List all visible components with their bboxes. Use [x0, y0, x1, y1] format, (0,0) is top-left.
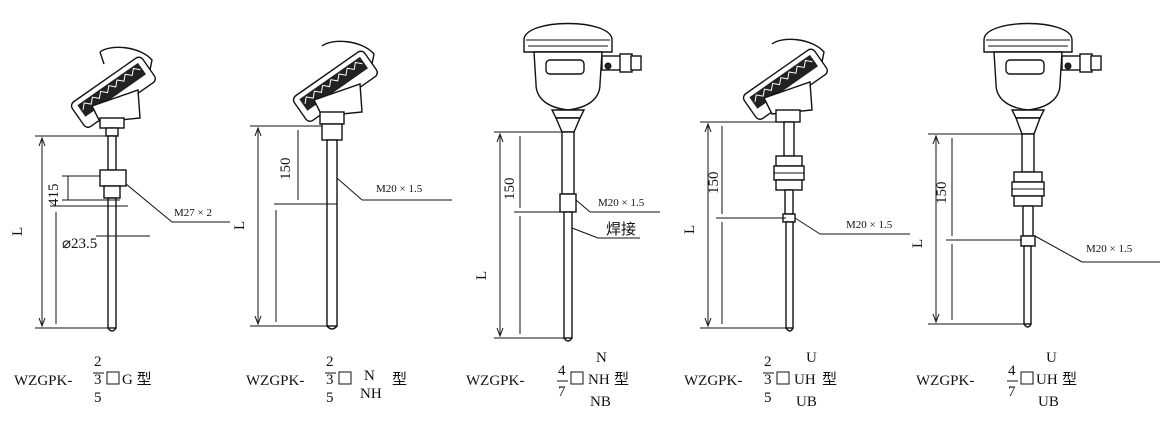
union-fitting-4 — [773, 155, 805, 191]
frac-mid-2: 3 — [326, 372, 334, 388]
sheath-2 — [326, 139, 338, 327]
sheath-mid-4 — [784, 189, 794, 215]
frac-top-5: 4 — [1008, 363, 1016, 379]
option-box-2 — [338, 371, 352, 385]
sheath-lower-1 — [107, 197, 117, 329]
frac-bot-2: 5 — [326, 390, 334, 406]
callout-thread-1: M27 × 2 — [174, 207, 212, 219]
callout-thread-3: M20 × 1.5 — [598, 197, 645, 209]
model-suffix-1: G 型 — [122, 371, 152, 388]
fitting-1 — [99, 169, 127, 187]
sheath-mid-5 — [1022, 205, 1034, 237]
frac-top-1: 2 — [94, 354, 102, 370]
option-box-4 — [776, 371, 790, 385]
figure-1-wzgpk-g: L 415 ⌀23.5 M27 × 2 WZGPK- 2 3 5 G 型 — [10, 46, 230, 406]
callout-thread-4: M20 × 1.5 — [846, 219, 893, 231]
dim-total-1: L — [10, 227, 26, 236]
junction-box-small-4 — [742, 38, 828, 123]
dim-upper-2: 150 — [278, 158, 294, 181]
frac-bot-4: 5 — [764, 390, 772, 406]
figure-2-wzgpk-n: L 150 M20 × 1.5 WZGPK- 2 3 5 N NH 型 — [232, 40, 452, 406]
callout-thread-2: M20 × 1.5 — [376, 183, 423, 195]
sheath-upper-5 — [1021, 133, 1035, 173]
frac-mid-1: 3 — [94, 372, 102, 388]
junction-box-small-2 — [292, 40, 378, 125]
figure-5-wzgpk-u-explosion: L 150 M20 × 1.5 WZGPK- 4 7 U UH 型 UB — [910, 22, 1160, 410]
model-type-4: 型 — [822, 371, 837, 388]
junction-box-small-1 — [70, 46, 156, 137]
option-2-2: NH — [360, 386, 382, 402]
option-2-5: UH — [1036, 372, 1058, 388]
frac-bot-3: 7 — [558, 384, 566, 400]
sheath-lower-4 — [785, 221, 794, 329]
option-3-5: UB — [1038, 394, 1059, 410]
frac-top-2: 2 — [326, 354, 334, 370]
model-prefix-3: WZGPK- — [466, 373, 524, 389]
figure-4-wzgpk-u: L 150 M20 × 1.5 WZGPK- 2 3 5 U UH 型 UB — [682, 38, 910, 410]
model-prefix-2: WZGPK- — [246, 373, 304, 389]
callout-thread-5: M20 × 1.5 — [1086, 243, 1133, 255]
model-prefix-4: WZGPK- — [684, 373, 742, 389]
option-3-3: NB — [590, 394, 611, 410]
model-prefix-5: WZGPK- — [916, 373, 974, 389]
option-1-4: U — [806, 350, 817, 366]
frac-bot-1: 5 — [94, 390, 102, 406]
dim-total-4: L — [682, 225, 698, 234]
neck-2 — [321, 123, 343, 141]
fitting-3 — [559, 193, 577, 213]
model-type-5: 型 — [1062, 371, 1077, 388]
model-type-2: 型 — [392, 371, 407, 388]
junction-box-large-5 — [983, 22, 1102, 135]
option-1-2: N — [364, 368, 375, 384]
sheath-upper-4 — [783, 121, 795, 157]
dim-upper-5: 150 — [934, 182, 950, 205]
model-prefix-1: WZGPK- — [14, 373, 72, 389]
option-box-5 — [1020, 371, 1034, 385]
weld-label-3: 焊接 — [606, 221, 636, 238]
dim-diameter-1: ⌀23.5 — [62, 236, 97, 252]
dim-upper-1: 415 — [46, 184, 62, 207]
dim-total-2: L — [232, 221, 248, 230]
option-1-5: U — [1046, 350, 1057, 366]
option-3-4: UB — [796, 394, 817, 410]
union-fitting-5 — [1011, 171, 1045, 207]
frac-mid-4: 3 — [764, 372, 772, 388]
frac-bot-5: 7 — [1008, 384, 1016, 400]
sheath-upper-3 — [561, 131, 575, 195]
dim-upper-4: 150 — [706, 172, 722, 195]
option-2-3: NH — [588, 372, 610, 388]
sheath-upper-1 — [107, 135, 117, 171]
option-2-4: UH — [794, 372, 816, 388]
frac-top-3: 4 — [558, 363, 566, 379]
sheath-lower-3 — [563, 211, 573, 339]
option-1-3: N — [596, 350, 607, 366]
model-type-3: 型 — [614, 371, 629, 388]
dim-total-3: L — [474, 271, 490, 280]
frac-top-4: 2 — [764, 354, 772, 370]
option-box-1 — [106, 371, 120, 385]
sheath-lower-5 — [1023, 245, 1032, 325]
dim-upper-3: 150 — [502, 178, 518, 201]
option-box-3 — [570, 371, 584, 385]
figure-3-wzgpk-n-explosion: L 150 M20 × 1.5 焊接 WZGPK- 4 7 N NH 型 NB — [466, 22, 660, 410]
dim-total-5: L — [910, 239, 926, 248]
junction-box-large-3 — [523, 22, 642, 133]
